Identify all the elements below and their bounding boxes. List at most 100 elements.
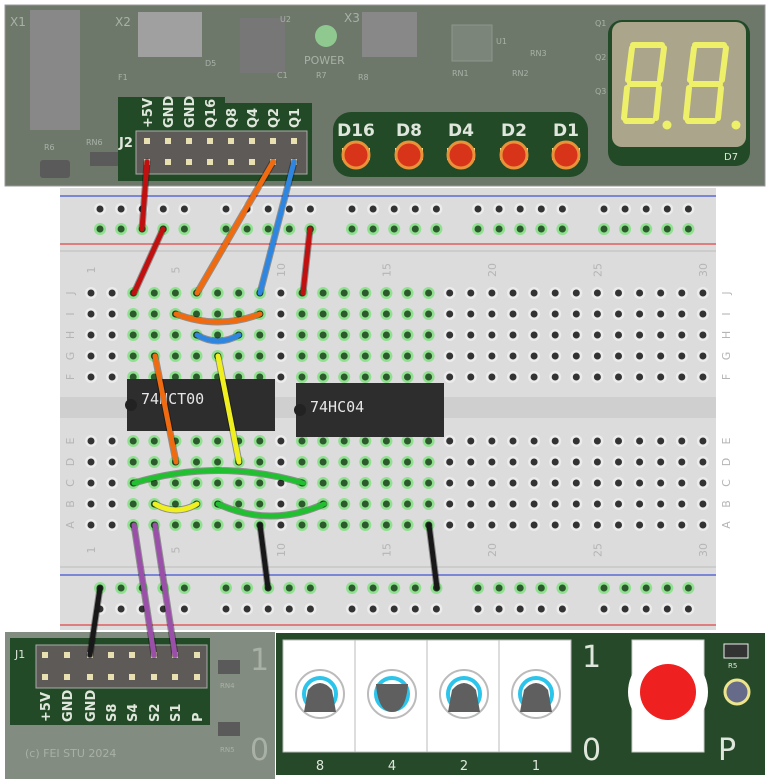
rail-hole[interactable] (537, 225, 545, 233)
breadboard-hole[interactable] (171, 331, 179, 339)
purple-wire[interactable] (130, 521, 158, 659)
header-pin[interactable] (291, 138, 297, 144)
rail-hole[interactable] (621, 205, 629, 213)
breadboard-hole[interactable] (593, 479, 601, 487)
breadboard-hole[interactable] (593, 500, 601, 508)
header-pin[interactable] (207, 159, 213, 165)
breadboard-hole[interactable] (214, 479, 222, 487)
breadboard-hole[interactable] (108, 352, 116, 360)
breadboard-hole[interactable] (572, 521, 580, 529)
rail-hole[interactable] (117, 225, 125, 233)
breadboard-hole[interactable] (404, 521, 411, 529)
breadboard-hole[interactable] (129, 310, 137, 318)
breadboard-hole[interactable] (235, 310, 243, 318)
blue-wire[interactable] (256, 158, 298, 297)
breadboard-hole[interactable] (256, 437, 264, 445)
chip-74hct00[interactable]: 74HCT00 (125, 379, 275, 431)
breadboard-hole[interactable] (277, 289, 285, 297)
rail-hole[interactable] (516, 584, 524, 592)
rail-hole[interactable] (621, 605, 629, 613)
breadboard-hole[interactable] (572, 437, 580, 445)
breadboard-hole[interactable] (657, 373, 665, 381)
breadboard-hole[interactable] (678, 479, 686, 487)
rail-hole[interactable] (558, 605, 566, 613)
breadboard-hole[interactable] (150, 437, 158, 445)
breadboard-hole[interactable] (171, 500, 179, 508)
rail-hole[interactable] (285, 225, 293, 233)
breadboard-hole[interactable] (235, 500, 243, 508)
breadboard-hole[interactable] (277, 331, 285, 339)
breadboard-hole[interactable] (108, 310, 116, 318)
breadboard-hole[interactable] (657, 352, 665, 360)
breadboard-hole[interactable] (150, 458, 158, 466)
breadboard-hole[interactable] (551, 289, 559, 297)
breadboard-hole[interactable] (467, 352, 475, 360)
breadboard-hole[interactable] (657, 310, 665, 318)
rail-hole[interactable] (117, 205, 125, 213)
breadboard-hole[interactable] (171, 352, 179, 360)
breadboard-hole[interactable] (446, 458, 454, 466)
breadboard-hole[interactable] (404, 479, 411, 487)
rail-hole[interactable] (285, 584, 293, 592)
breadboard-hole[interactable] (678, 331, 686, 339)
breadboard-hole[interactable] (530, 458, 538, 466)
breadboard-hole[interactable] (530, 479, 538, 487)
breadboard-hole[interactable] (551, 352, 559, 360)
breadboard-hole[interactable] (214, 331, 222, 339)
breadboard-hole[interactable] (551, 458, 559, 466)
rail-hole[interactable] (96, 225, 104, 233)
breadboard-hole[interactable] (256, 500, 264, 508)
push-button-p[interactable] (628, 639, 708, 753)
header-pin[interactable] (249, 138, 255, 144)
breadboard-hole[interactable] (108, 331, 116, 339)
breadboard-hole[interactable] (425, 310, 433, 318)
breadboard-hole[interactable] (277, 437, 285, 445)
rail-hole[interactable] (285, 205, 293, 213)
rail-hole[interactable] (642, 205, 650, 213)
breadboard-hole[interactable] (446, 479, 454, 487)
breadboard-hole[interactable] (551, 331, 559, 339)
breadboard-hole[interactable] (572, 310, 580, 318)
rail-hole[interactable] (348, 584, 356, 592)
rail-hole[interactable] (474, 605, 482, 613)
rail-hole[interactable] (474, 205, 482, 213)
breadboard-hole[interactable] (425, 437, 433, 445)
green-wire[interactable] (214, 500, 328, 520)
dip-switch-8[interactable] (282, 639, 356, 753)
rail-hole[interactable] (684, 205, 692, 213)
rail-hole[interactable] (159, 605, 167, 613)
breadboard-hole[interactable] (678, 500, 686, 508)
breadboard-hole[interactable] (657, 331, 665, 339)
header-pin[interactable] (228, 138, 234, 144)
breadboard-hole[interactable] (150, 331, 158, 339)
breadboard-hole[interactable] (277, 352, 285, 360)
breadboard-hole[interactable] (572, 331, 580, 339)
breadboard-hole[interactable] (129, 500, 137, 508)
breadboard-hole[interactable] (108, 373, 116, 381)
header-pin[interactable] (42, 674, 48, 680)
breadboard-hole[interactable] (446, 500, 454, 508)
breadboard-hole[interactable] (277, 500, 285, 508)
breadboard-hole[interactable] (256, 458, 264, 466)
breadboard-hole[interactable] (551, 500, 559, 508)
rail-hole[interactable] (222, 225, 230, 233)
rail-hole[interactable] (348, 605, 356, 613)
breadboard-hole[interactable] (488, 458, 496, 466)
rail-hole[interactable] (348, 205, 356, 213)
breadboard-hole[interactable] (319, 521, 327, 529)
breadboard-hole[interactable] (404, 500, 411, 508)
red-wire[interactable] (299, 225, 314, 297)
rail-hole[interactable] (264, 605, 272, 613)
breadboard-hole[interactable] (678, 437, 686, 445)
breadboard-hole[interactable] (214, 289, 222, 297)
rail-hole[interactable] (390, 605, 398, 613)
breadboard-hole[interactable] (530, 437, 538, 445)
header-pin[interactable] (42, 652, 48, 658)
breadboard-hole[interactable] (530, 521, 538, 529)
breadboard-hole[interactable] (256, 331, 264, 339)
rail-hole[interactable] (642, 584, 650, 592)
rail-hole[interactable] (537, 605, 545, 613)
rail-hole[interactable] (621, 584, 629, 592)
rail-hole[interactable] (474, 225, 482, 233)
breadboard-hole[interactable] (298, 310, 306, 318)
